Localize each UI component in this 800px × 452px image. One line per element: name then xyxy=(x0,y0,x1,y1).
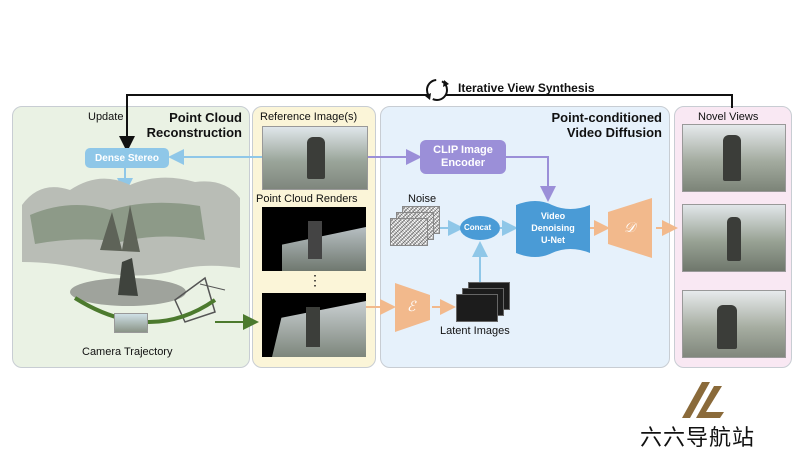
point-cloud-illustration xyxy=(22,177,240,323)
unet-shape xyxy=(516,201,590,257)
watermark-text: 六六导航站 xyxy=(640,425,756,450)
encoder-shape xyxy=(395,283,430,332)
watermark-logo-icon xyxy=(682,382,724,418)
novel-views-label: Novel Views xyxy=(698,111,759,123)
trajectory-thumbnail xyxy=(114,313,148,333)
decoder-shape xyxy=(608,198,652,258)
diffusion-title-line2: Video Diffusion xyxy=(566,125,662,140)
dense-stereo-box: Dense Stereo xyxy=(85,148,169,168)
encoder-symbol: ℰ xyxy=(407,298,416,314)
camera-trajectory-label: Camera Trajectory xyxy=(82,346,173,358)
reference-image xyxy=(262,126,368,190)
novel-view-3 xyxy=(682,290,786,358)
unet-label: Video Denoising U-Net xyxy=(516,210,590,246)
novel-view-1 xyxy=(682,124,786,192)
clip-line2: Encoder xyxy=(440,157,485,169)
decoder-symbol: 𝒟 xyxy=(624,219,636,235)
point-cloud-renders-label: Point Cloud Renders xyxy=(256,193,358,205)
noise-frame-3 xyxy=(390,218,428,246)
novel-view-2 xyxy=(682,204,786,272)
latent-images-label: Latent Images xyxy=(440,325,510,337)
diffusion-title-line1: Point-conditioned xyxy=(551,110,662,125)
diffusion-title: Point-conditioned Video Diffusion xyxy=(520,110,662,140)
concat-label: Concat xyxy=(464,223,492,232)
latent-frame-3 xyxy=(456,294,498,322)
unet-line3: U-Net xyxy=(541,235,565,245)
point-cloud-render-2 xyxy=(262,293,366,357)
point-cloud-title-line1: Point Cloud xyxy=(169,110,242,125)
concat-shape xyxy=(460,216,500,240)
iterative-view-synthesis-label: Iterative View Synthesis xyxy=(458,81,595,95)
cycle-icon xyxy=(425,79,449,101)
update-label: Update xyxy=(88,111,124,123)
unet-line2: Denoising xyxy=(531,223,575,233)
point-cloud-render-1 xyxy=(262,207,366,271)
reference-images-label: Reference Image(s) xyxy=(260,111,358,123)
clip-line1: CLIP Image xyxy=(433,144,493,156)
point-cloud-title-line2: Reconstruction xyxy=(146,125,242,140)
clip-encoder-box: CLIP Image Encoder xyxy=(420,140,506,174)
unet-line1: Video xyxy=(540,211,566,221)
noise-label: Noise xyxy=(408,193,437,205)
vertical-dots: ⋮ xyxy=(308,272,322,288)
statue-shape xyxy=(307,137,325,179)
point-cloud-title: Point Cloud Reconstruction xyxy=(130,110,242,140)
